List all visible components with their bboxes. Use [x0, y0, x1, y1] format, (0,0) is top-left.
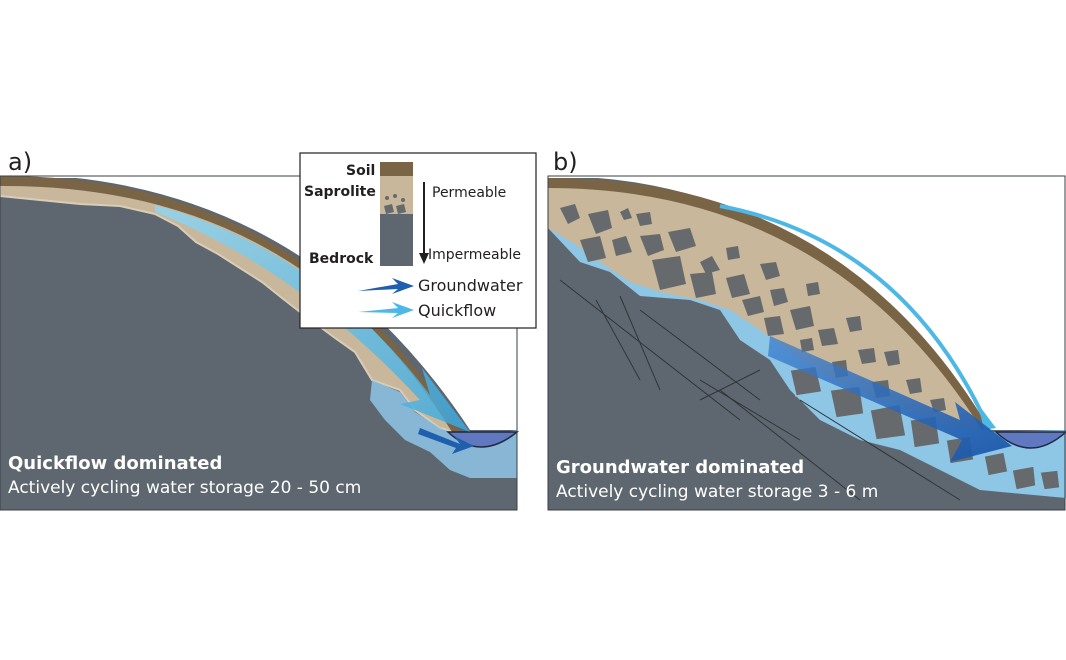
panel-b-storage: Actively cycling water storage 3 - 6 m: [556, 482, 879, 502]
legend-box: [299, 152, 537, 329]
legend-quickflow-label: Quickflow: [418, 301, 496, 320]
legend-permeable-label: Permeable: [432, 185, 506, 201]
legend-groundwater-label: Groundwater: [418, 276, 523, 295]
legend-groundwater-arrow: [358, 278, 414, 294]
legend-soil-swatch: [380, 162, 413, 176]
legend-bedrock-swatch: [380, 214, 413, 266]
panel-a-label: a): [8, 148, 33, 176]
panel-a-quickflow-arrow: [155, 205, 470, 432]
panel-a-groundwater-arrow: [418, 428, 474, 454]
panel-a-storage: Actively cycling water storage 20 - 50 c…: [8, 478, 362, 498]
panel-b-fractures: [559, 279, 961, 501]
panel-a-soil: [0, 175, 460, 432]
panel-a-title: Quickflow dominated: [8, 453, 223, 474]
legend-corestones: [384, 194, 406, 214]
panel-b-groundwater-arrow: [768, 336, 1012, 462]
panel-b-soil: [548, 177, 990, 430]
legend-bedrock-label: Bedrock: [309, 251, 374, 267]
panel-b-label: b): [553, 148, 578, 176]
panel-b-quickflow-line: [719, 204, 987, 421]
legend-soil-label: Soil: [346, 163, 375, 179]
legend-quickflow-arrow: [358, 302, 414, 318]
legend-saprolite-label: Saprolite: [304, 184, 376, 200]
panel-b-caption: Groundwater dominated Actively cycling w…: [556, 456, 878, 504]
legend: Soil Saprolite Bedrock Permeable Imperme…: [299, 152, 537, 329]
panel-b-sky: [548, 175, 1066, 430]
panel-a-caption: Quickflow dominated Actively cycling wat…: [8, 452, 361, 500]
legend-impermeable-label: Impermeable: [428, 247, 521, 263]
panel-b-title: Groundwater dominated: [556, 457, 805, 478]
panel-b: [547, 175, 1066, 511]
